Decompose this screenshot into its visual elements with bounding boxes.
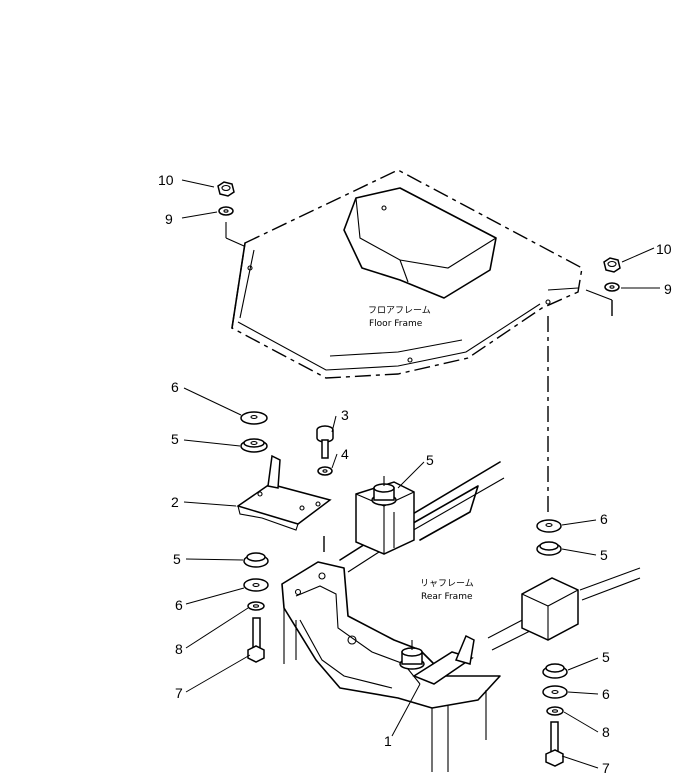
callout-6-right-lower: 6 (602, 686, 610, 702)
callout-9-left: 9 (165, 211, 173, 227)
callout-5-upper: 5 (171, 431, 179, 447)
rubber-mount-lower (399, 640, 425, 670)
washer-4 (317, 466, 333, 476)
washer-6-lower-left (243, 578, 269, 592)
nut-10-right (603, 257, 621, 273)
rubber-5-upper-left (240, 438, 268, 453)
callout-6-upper: 6 (171, 379, 179, 395)
washer-6-right-lower (542, 685, 568, 699)
callout-7-left: 7 (175, 685, 183, 701)
callout-5-right-lower: 5 (602, 649, 610, 665)
callout-5-right-upper: 5 (600, 547, 608, 563)
bolt-7-right (545, 721, 564, 767)
callout-4: 4 (341, 446, 349, 462)
washer-8-right (546, 706, 564, 716)
callout-5-lower-left: 5 (173, 551, 181, 567)
bolt-7-left (247, 617, 265, 663)
floor-frame-label-en: Floor Frame (369, 319, 423, 329)
callout-3: 3 (341, 407, 349, 423)
floor-frame (231, 169, 583, 379)
callout-6-lower-left: 6 (175, 597, 183, 613)
rear-frame-label-jp: リャフレーム (420, 578, 474, 589)
bracket-part-2 (236, 454, 332, 531)
callout-2: 2 (171, 494, 179, 510)
bracket-part-1 (412, 634, 475, 685)
washer-6-upper-left (240, 411, 268, 425)
bolt-3 (316, 425, 334, 459)
washer-9-left (218, 206, 234, 216)
callout-10-right: 10 (656, 241, 672, 257)
rubber-5-right-upper (536, 541, 562, 556)
callout-9-right: 9 (664, 281, 672, 297)
callout-8-right: 8 (602, 724, 610, 740)
callout-1: 1 (384, 733, 392, 749)
mount-block-left (355, 481, 415, 555)
alignment-lines (225, 222, 613, 556)
nut-10-left (217, 181, 235, 197)
rubber-mount-upper (371, 476, 397, 506)
callout-6-right-upper: 6 (600, 511, 608, 527)
washer-8-left (247, 601, 265, 611)
rubber-5-right-lower (542, 663, 568, 679)
rubber-5-lower-left (243, 552, 269, 568)
leader-lines (181, 179, 660, 769)
washer-9-right (604, 282, 620, 292)
callout-7-right: 7 (602, 760, 610, 776)
floor-frame-label-jp: フロアフレーム (368, 305, 431, 316)
callout-5-block: 5 (426, 452, 434, 468)
rear-frame-label-en: Rear Frame (421, 592, 473, 602)
callout-8-left: 8 (175, 641, 183, 657)
callout-10-left: 10 (158, 172, 174, 188)
mount-block-right (521, 577, 579, 641)
callout-numbers: 10 9 10 9 6 5 3 4 5 2 5 6 8 7 6 5 1 5 6 … (158, 172, 672, 776)
washer-6-right-upper (536, 519, 562, 533)
